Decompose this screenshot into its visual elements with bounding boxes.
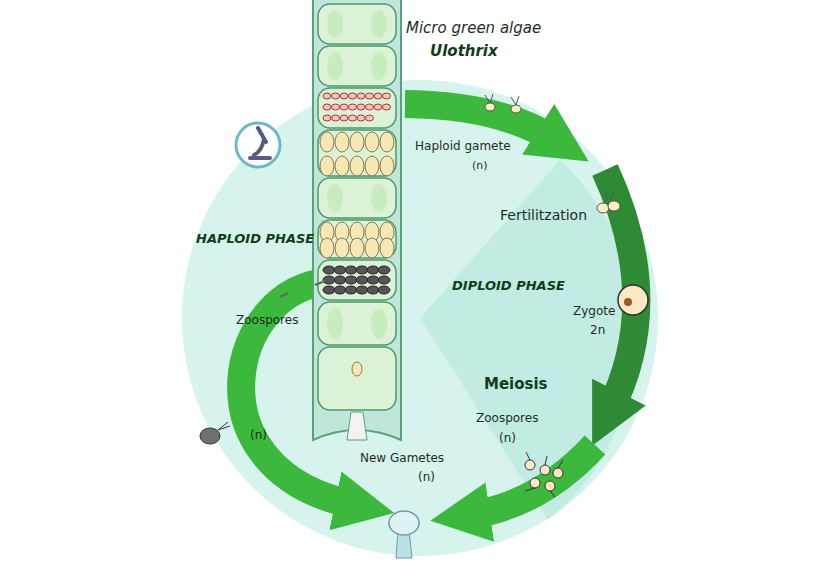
ploidy-label: (n) bbox=[250, 429, 267, 443]
ploidy-label: (n) bbox=[472, 160, 488, 173]
ploidy-label: (n) bbox=[499, 432, 516, 446]
zoospore-icon bbox=[200, 281, 325, 444]
ploidy-label: 2n bbox=[590, 324, 605, 338]
ploidy-label: (n) bbox=[418, 471, 435, 485]
title: Micro green algae bbox=[406, 20, 541, 37]
zoospore-cluster bbox=[525, 452, 563, 497]
stage-label: New Gametes bbox=[360, 452, 444, 466]
microscope-icon bbox=[236, 123, 280, 167]
phase-label: HAPLOID PHASE bbox=[196, 232, 314, 247]
stage-label: Fertilitzation bbox=[500, 207, 587, 223]
cycle-arrow bbox=[405, 104, 555, 140]
ulothrix-filament bbox=[313, 0, 401, 440]
stage-label: Zoospores bbox=[236, 314, 298, 328]
zygote bbox=[618, 285, 648, 315]
stage-label: Meiosis bbox=[484, 376, 548, 393]
genus-name: Ulothrix bbox=[430, 43, 498, 60]
gamete-icon bbox=[485, 94, 620, 213]
stage-label: Zoospores bbox=[476, 412, 538, 426]
background-circle bbox=[182, 80, 658, 556]
diploid-wedge bbox=[420, 160, 636, 520]
stage-label: Zygote bbox=[573, 305, 615, 319]
stage-label: Haploid gamete bbox=[415, 140, 511, 154]
germling bbox=[389, 511, 419, 558]
cycle-arrow bbox=[470, 445, 595, 515]
phase-label: DIPLOID PHASE bbox=[452, 279, 565, 294]
